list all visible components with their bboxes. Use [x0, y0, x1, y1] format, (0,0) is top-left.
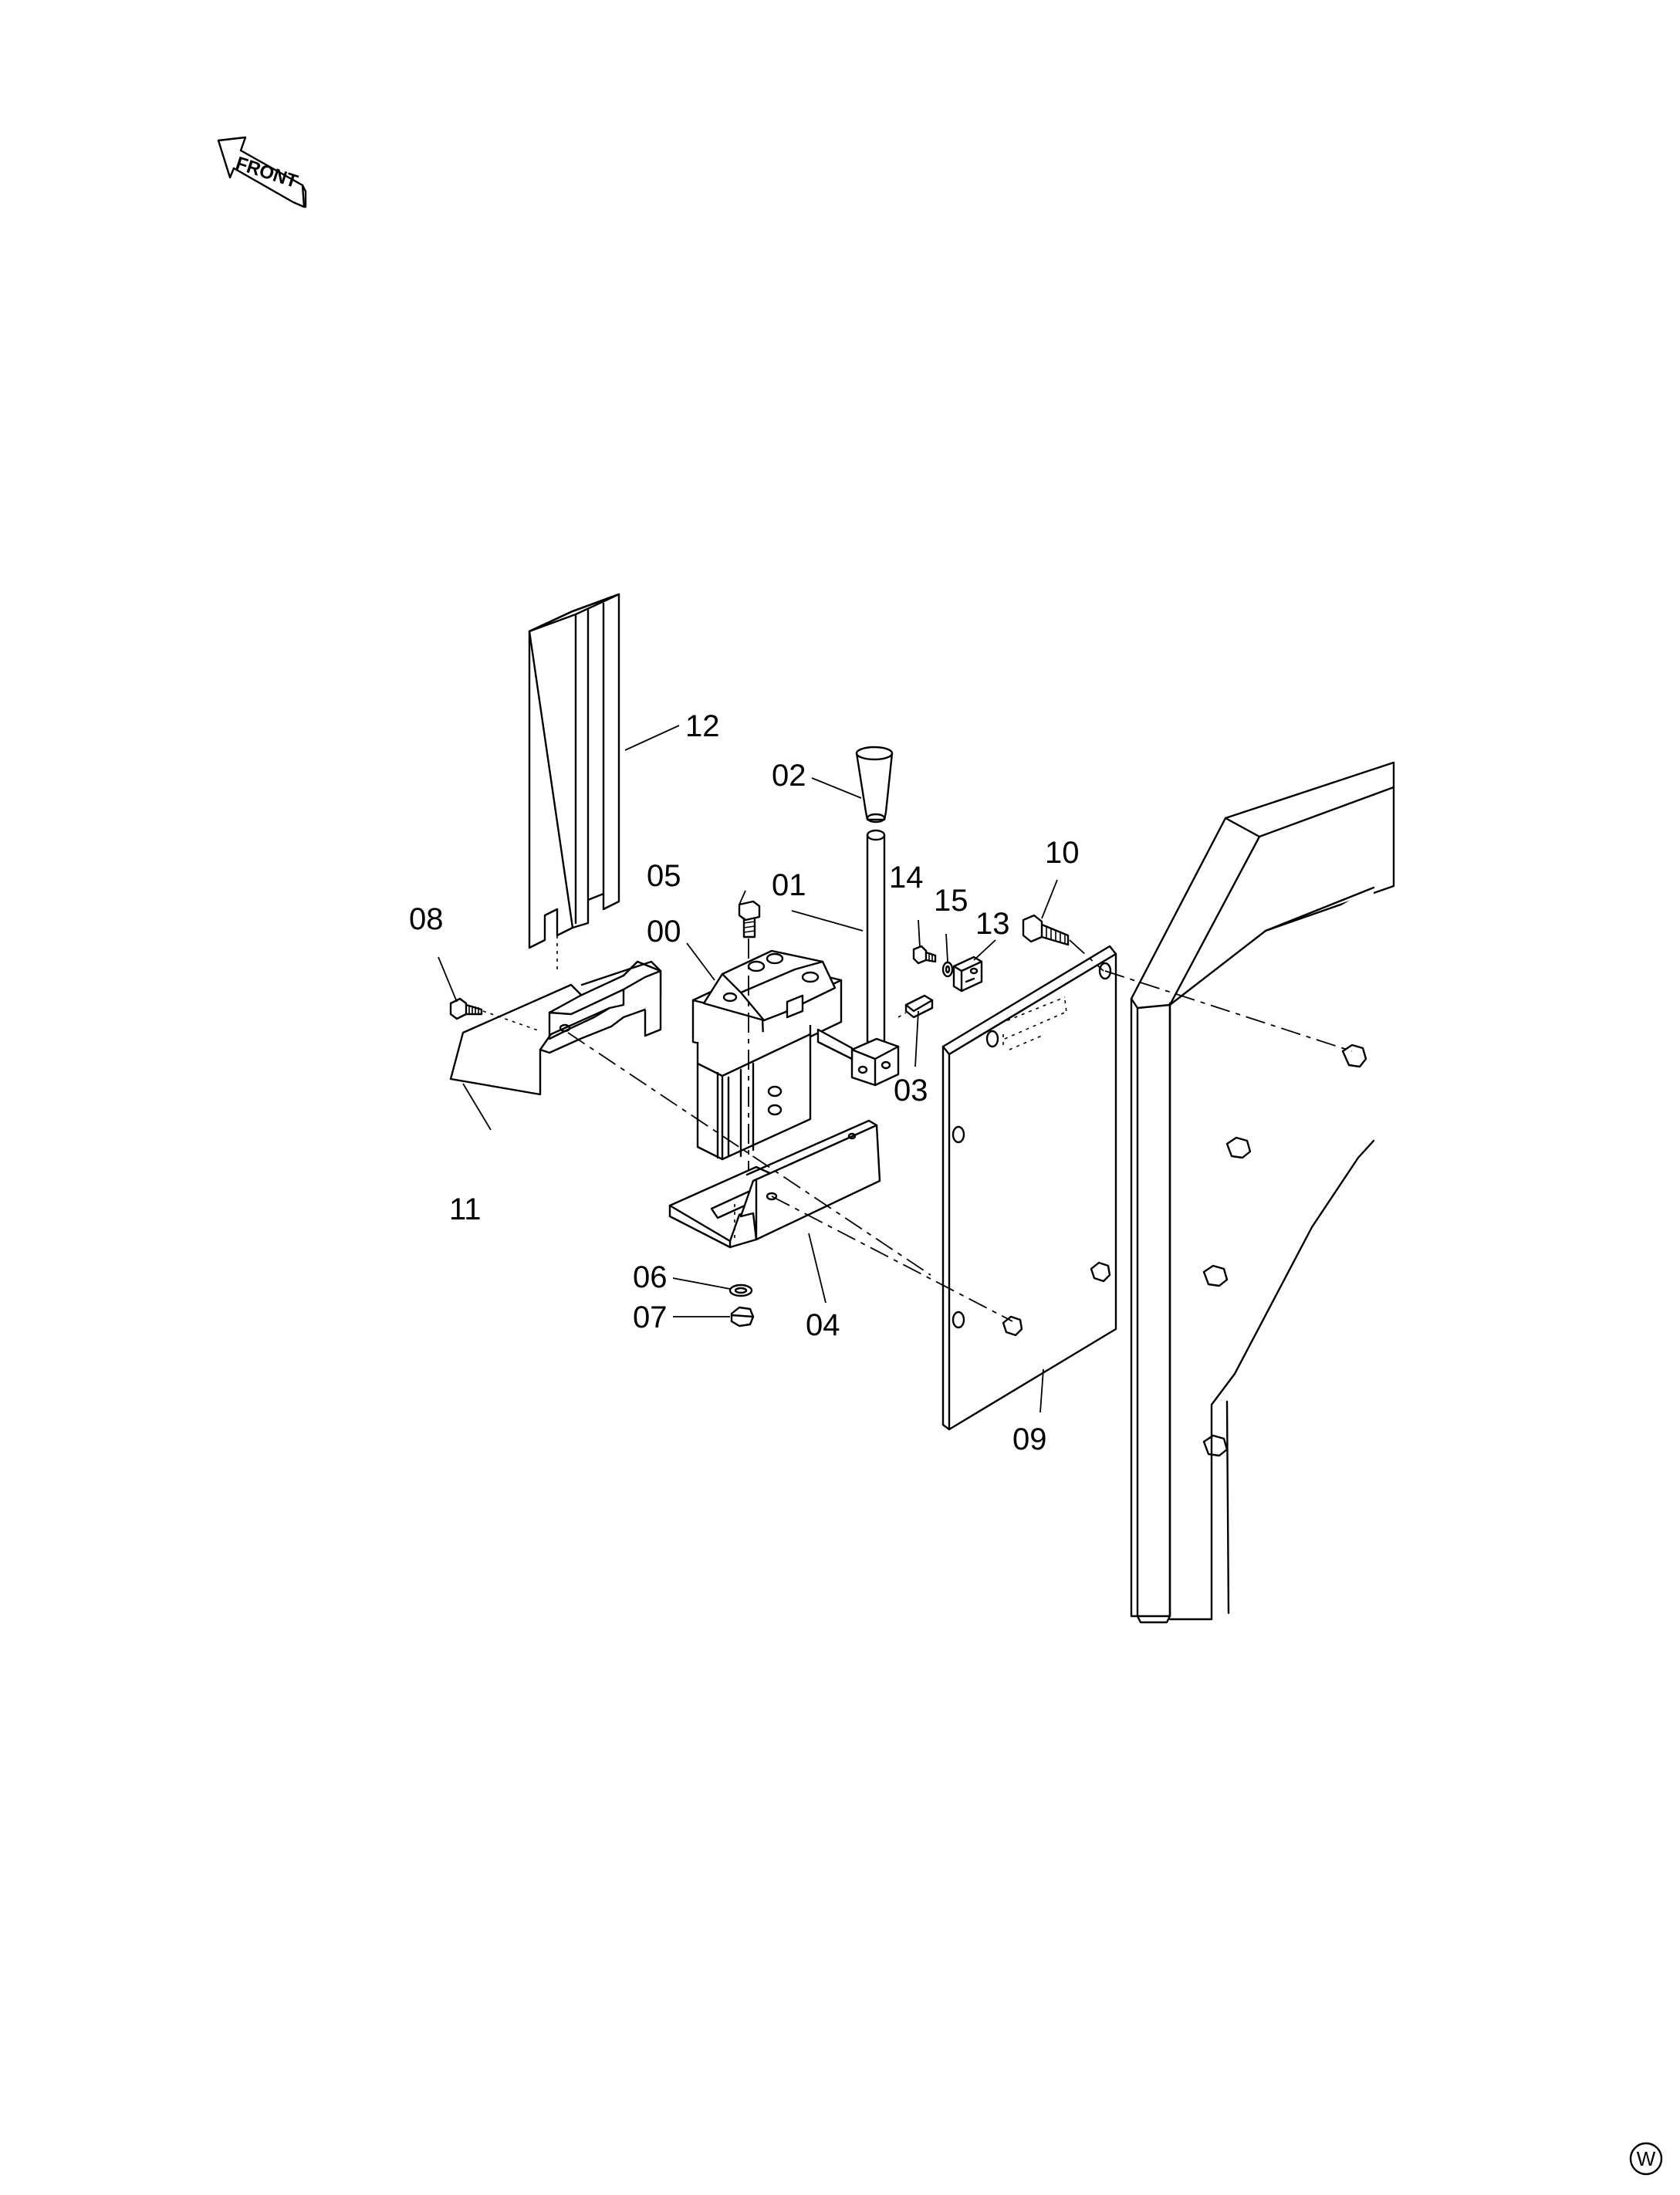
callout-11: 11	[449, 1192, 482, 1226]
callout-01: 01	[772, 868, 806, 902]
callout-10: 10	[1045, 836, 1080, 870]
leader-lines	[438, 725, 1058, 1413]
callout-03: 03	[894, 1074, 928, 1108]
callout-09: 09	[1012, 1422, 1047, 1456]
part-07-nut	[730, 1306, 755, 1327]
part-09-panel-plate	[941, 945, 1117, 1431]
callout-05: 05	[647, 859, 681, 893]
callout-14: 14	[889, 861, 924, 895]
callout-13: 13	[975, 907, 1010, 941]
part-08-bolt	[449, 997, 541, 1032]
callout-12: 12	[685, 709, 720, 743]
part-04-base-bracket	[668, 1119, 881, 1249]
alignment-lines	[567, 939, 1353, 1322]
part-10-bolt	[1022, 914, 1070, 946]
part-00-control-unit	[691, 949, 843, 1161]
part-14-screw	[912, 945, 937, 965]
callout-labels: 12 02 01 05 00 08 11 14 15 13 10 03 04 0…	[409, 709, 1080, 1456]
part-12-channel-cover	[528, 593, 620, 972]
corner-mark: W	[1629, 2142, 1663, 2176]
part-15-washer	[941, 961, 954, 978]
corner-mark-label: W	[1637, 2147, 1656, 2170]
front-direction-arrow: FRONT	[217, 136, 307, 208]
cab-frame	[1130, 761, 1395, 1624]
part-01-lever-rod	[816, 829, 900, 1087]
part-13-clip	[952, 955, 983, 993]
callout-07: 07	[633, 1300, 668, 1334]
part-02-knob	[855, 746, 894, 824]
callout-04: 04	[806, 1308, 840, 1342]
part-03-pin	[897, 994, 934, 1019]
part-06-washer	[728, 1284, 753, 1297]
callout-00: 00	[647, 915, 681, 949]
callout-08: 08	[409, 902, 444, 936]
part-11-bracket	[449, 960, 662, 1096]
callout-02: 02	[772, 759, 806, 793]
callout-06: 06	[633, 1260, 668, 1294]
part-05-screw	[738, 900, 761, 1173]
callout-15: 15	[934, 884, 968, 918]
